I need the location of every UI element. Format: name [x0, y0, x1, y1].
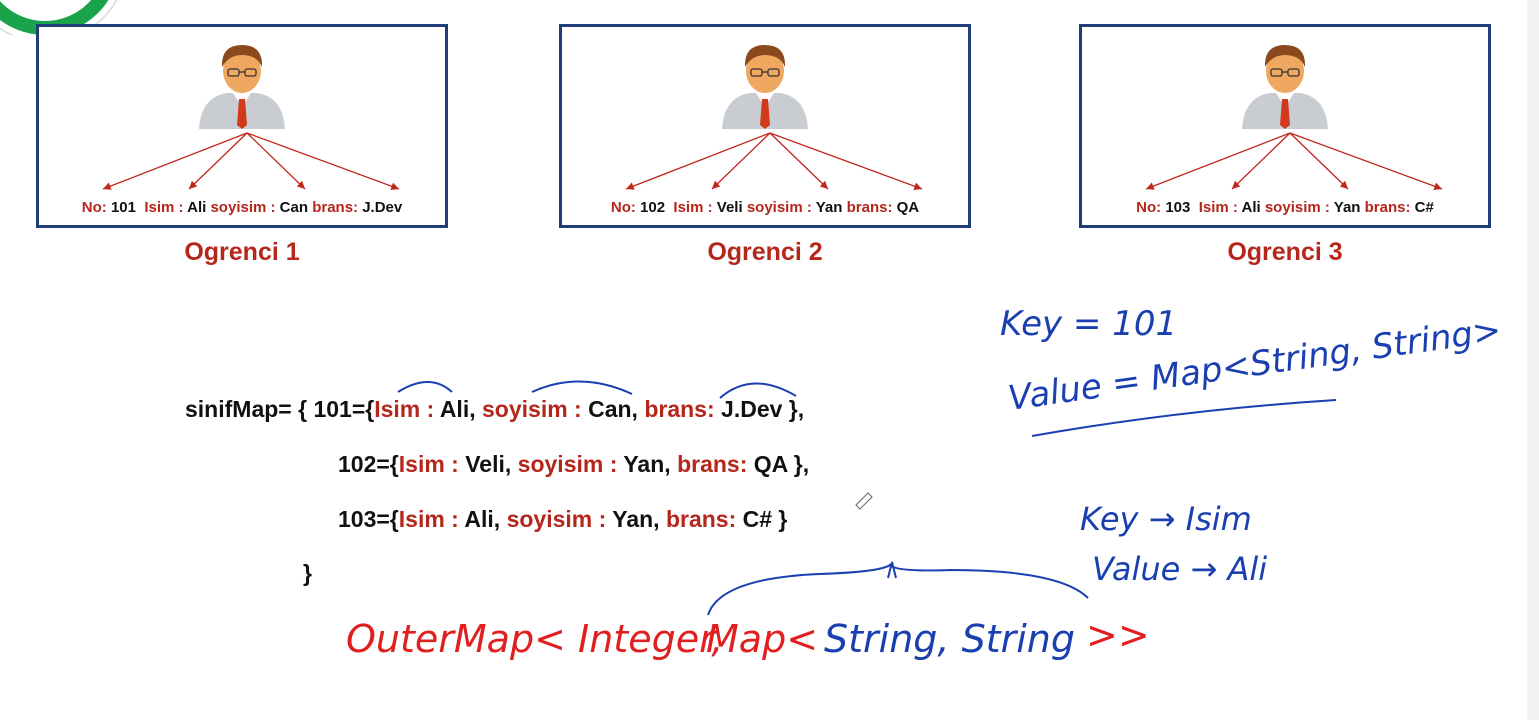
- student-card-1: No: 101 Isim : Ali soyisim : Can brans: …: [36, 24, 448, 228]
- handwritten-value-2: Value → Ali: [1092, 550, 1267, 588]
- code-line-2: 102={Isim : Veli, soyisim : Yan, brans: …: [338, 451, 810, 477]
- student-caption-1: Ogrenci 1: [184, 238, 300, 266]
- code-closing-brace: }: [303, 560, 312, 586]
- student-fields: No: 102 Isim : Veli soyisim : Yan brans:…: [610, 199, 920, 216]
- person-avatar-icon: [722, 45, 808, 129]
- student-fields: No: 103 Isim : Ali soyisim : Yan brans: …: [1136, 199, 1434, 216]
- handwritten-closing: >>: [1086, 613, 1150, 657]
- handwritten-key-1: Key = 101: [1000, 304, 1177, 344]
- handwritten-outermap: OuterMap< Integer,: [346, 617, 723, 661]
- student-caption-3: Ogrenci 3: [1227, 238, 1343, 266]
- handwritten-string-string: String, String: [824, 617, 1075, 661]
- code-line-1: sinifMap= { 101={Isim : Ali, soyisim : C…: [185, 396, 805, 422]
- arrows-icon: [625, 132, 923, 190]
- pen-cursor-icon: [855, 492, 873, 510]
- student-caption-2: Ogrenci 2: [707, 238, 823, 266]
- scrollbar[interactable]: [1527, 0, 1539, 720]
- student-card-2: No: 102 Isim : Veli soyisim : Yan brans:…: [559, 24, 971, 228]
- person-avatar-icon: [1242, 45, 1328, 129]
- handwritten-map: Map<: [706, 617, 818, 661]
- student-card-3: No: 103 Isim : Ali soyisim : Yan brans: …: [1079, 24, 1491, 228]
- arrows-icon: [1145, 132, 1443, 190]
- code-line-3: 103={Isim : Ali, soyisim : Yan, brans: C…: [338, 506, 788, 532]
- student-fields: No: 101 Isim : Ali soyisim : Can brans: …: [81, 199, 403, 216]
- person-avatar-icon: [199, 45, 285, 129]
- handwritten-key-2: Key → Isim: [1080, 500, 1252, 538]
- arrows-icon: [102, 132, 400, 190]
